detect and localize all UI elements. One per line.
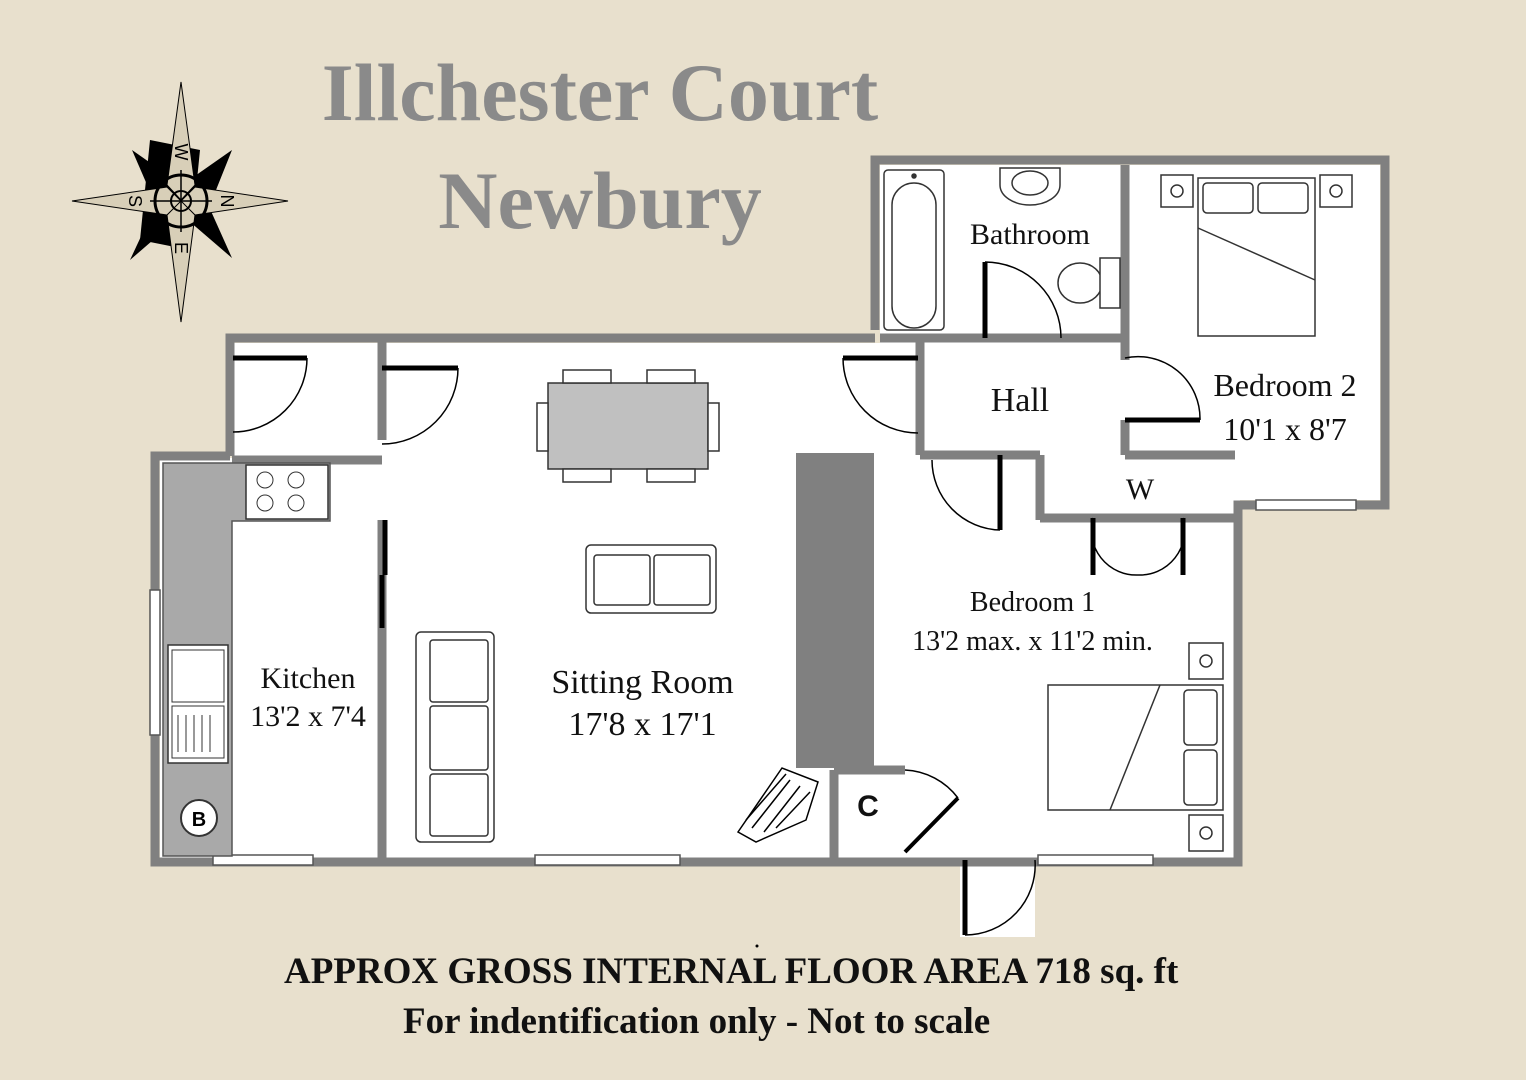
walls	[150, 155, 1390, 867]
label-sitting-room: Sitting Room	[551, 664, 734, 701]
windows	[149, 499, 1357, 866]
compass-letter-w: W	[171, 144, 191, 161]
label-bedroom1-size: 13'2 max. x 11'2 min.	[912, 626, 1153, 657]
floor-areas	[160, 165, 1380, 937]
doors	[232, 261, 1201, 936]
compass-letter-s: S	[125, 195, 145, 207]
label-bedroom2: Bedroom 2	[1213, 367, 1357, 403]
label-bedroom2-size: 10'1 x 8'7	[1223, 411, 1347, 447]
compass-letter-n: N	[217, 195, 237, 208]
sofas	[415, 544, 717, 843]
compass-icon: W N S E	[71, 81, 289, 323]
stray-mark	[755, 944, 759, 948]
bed-bedroom1	[1047, 642, 1224, 852]
label-kitchen-size: 13'2 x 7'4	[250, 700, 366, 733]
label-bathroom: Bathroom	[970, 218, 1090, 251]
label-bedroom1: Bedroom 1	[969, 587, 1096, 618]
compass-letter-e: E	[171, 242, 191, 254]
label-kitchen: Kitchen	[260, 662, 356, 695]
bed-bedroom2	[1160, 174, 1353, 337]
plan-title-line1: Illchester Court	[321, 47, 879, 138]
floor-area-text: APPROX GROSS INTERNAL FLOOR AREA 718 sq.…	[284, 951, 1179, 992]
dining-table	[536, 369, 720, 483]
label-sitting-room-size: 17'8 x 17'1	[568, 706, 717, 743]
label-wardrobe: W	[1125, 473, 1155, 506]
corner-unit-icon	[736, 767, 819, 843]
plan-title-line2: Newbury	[438, 155, 762, 246]
chimney-breast	[796, 453, 874, 768]
boiler-label: B	[192, 809, 206, 831]
kitchen-units: B	[162, 462, 331, 857]
disclaimer-text: For indentification only - Not to scale	[403, 1001, 991, 1042]
label-hall: Hall	[990, 382, 1050, 419]
bathroom-fixtures	[883, 167, 1121, 331]
label-cupboard: C	[857, 790, 879, 823]
